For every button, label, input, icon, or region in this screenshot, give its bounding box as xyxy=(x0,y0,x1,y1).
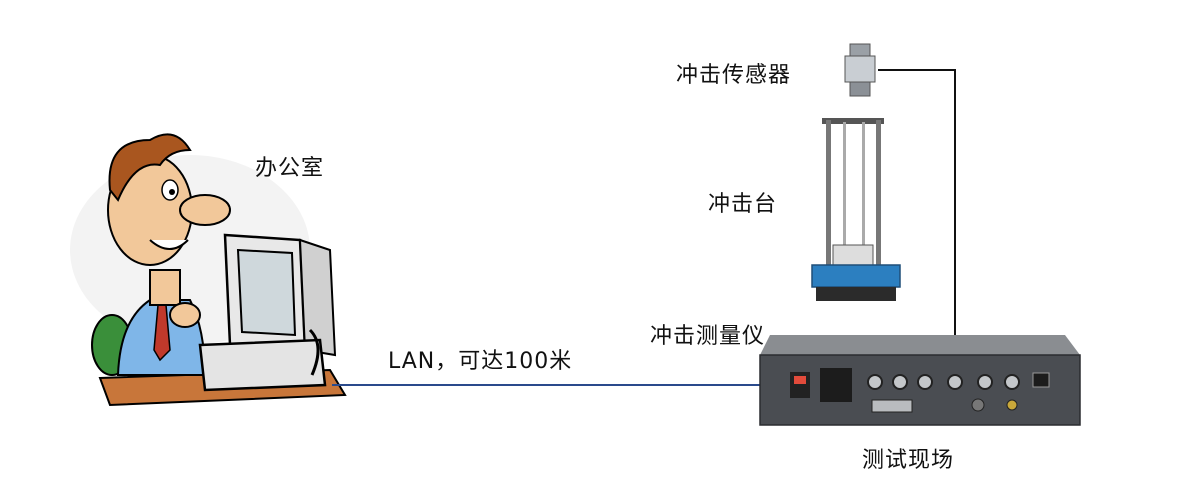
shock-meter-label: 冲击测量仪 xyxy=(650,324,766,349)
test-site-label: 测试现场 xyxy=(862,448,955,473)
shock-sensor-illustration xyxy=(844,43,876,97)
office-user-illustration xyxy=(70,133,347,407)
shock-table-label: 冲击台 xyxy=(708,192,778,217)
lan-distance-label: LAN，可达100米 xyxy=(388,349,573,374)
shock-table-illustration xyxy=(811,118,901,301)
shock-sensor-label: 冲击传感器 xyxy=(676,63,792,88)
sensor-cable-line xyxy=(878,69,956,378)
shock-meter-device xyxy=(759,335,1081,426)
office-label: 办公室 xyxy=(255,156,325,181)
